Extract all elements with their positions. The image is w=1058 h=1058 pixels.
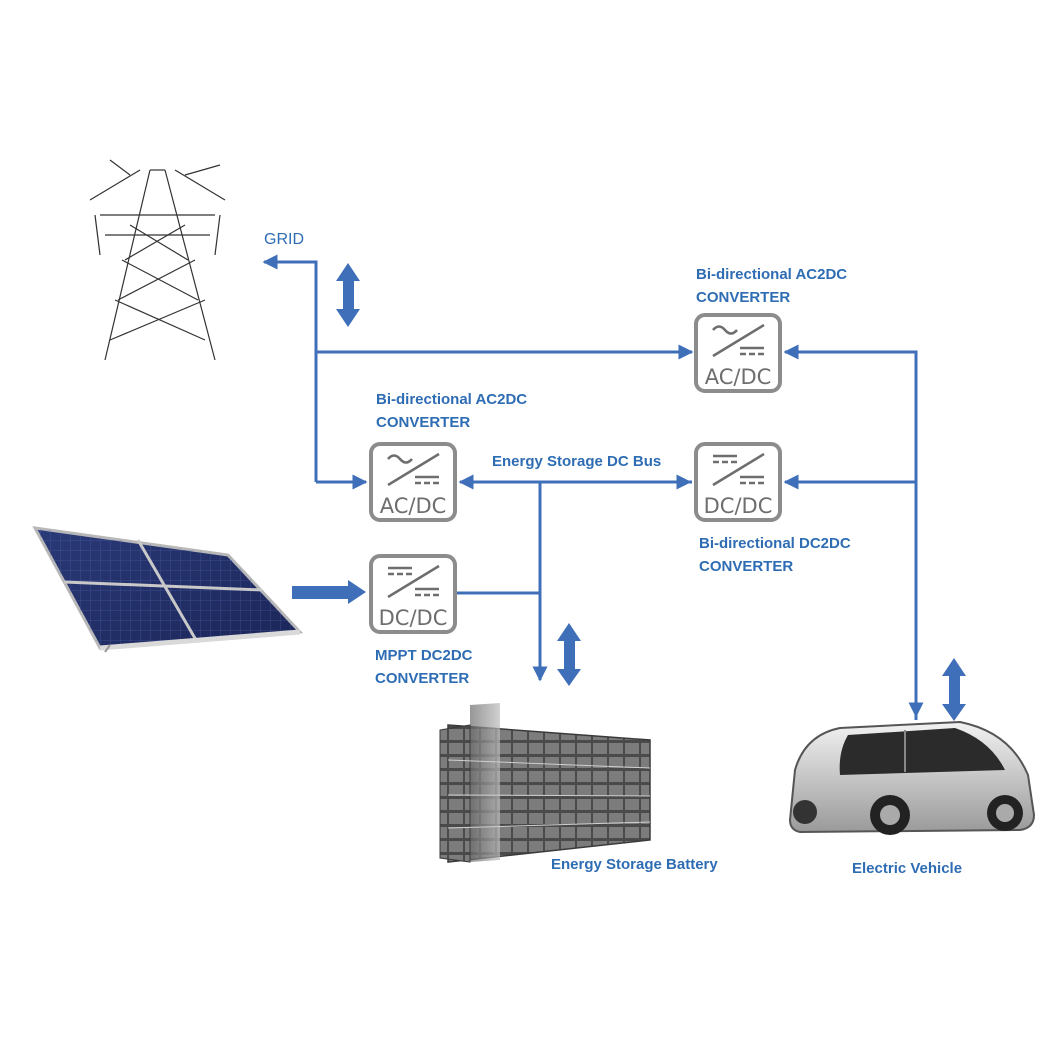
connection-lines xyxy=(262,254,924,720)
battery-rack-icon xyxy=(439,703,651,863)
dc-bus-label: Energy Storage DC Bus xyxy=(492,453,661,470)
converter-type-label: DC/DC xyxy=(379,606,448,630)
dc2dc-label-line2: CONVERTER xyxy=(699,558,793,575)
ac-dc-symbol-icon xyxy=(387,452,440,487)
converter-type-label: AC/DC xyxy=(705,365,772,389)
battery-double-arrow-icon xyxy=(557,623,581,686)
ac2dc-top-label-line2: CONVERTER xyxy=(696,289,790,306)
dc-dc-symbol-icon xyxy=(712,452,765,487)
solar-input-arrow xyxy=(292,580,366,604)
ac-dc-symbol-icon xyxy=(712,323,765,358)
mppt-converter: DC/DC xyxy=(369,554,457,634)
ac2dc-mid-label-line1: Bi-directional AC2DC xyxy=(376,391,527,408)
ac2dc-mid-label-line2: CONVERTER xyxy=(376,414,470,431)
battery-label: Energy Storage Battery xyxy=(551,856,718,873)
ac2dc-converter-top: AC/DC xyxy=(694,313,782,393)
dc2dc-converter: DC/DC xyxy=(694,442,782,522)
grid-double-arrow-icon xyxy=(336,263,360,327)
grid-label: GRID xyxy=(264,231,304,248)
converter-type-label: AC/DC xyxy=(380,494,447,518)
converter-type-label: DC/DC xyxy=(704,494,773,518)
grid-arrow xyxy=(262,254,318,482)
solar-panel-icon xyxy=(32,526,304,653)
ev-double-arrow-icon xyxy=(942,658,966,721)
mppt-label-line2: CONVERTER xyxy=(375,670,469,687)
ac2dc-top-label-line1: Bi-directional AC2DC xyxy=(696,266,847,283)
ev-to-top-converter-line xyxy=(783,344,918,720)
dc2dc-label-line1: Bi-directional DC2DC xyxy=(699,535,851,552)
vehicle-label: Electric Vehicle xyxy=(852,860,962,877)
ac2dc-converter-mid: AC/DC xyxy=(369,442,457,522)
transmission-tower-icon xyxy=(89,159,226,361)
mppt-label-line1: MPPT DC2DC xyxy=(375,647,473,664)
dc-dc-symbol-icon xyxy=(387,564,440,599)
electric-vehicle-icon xyxy=(788,720,1036,835)
